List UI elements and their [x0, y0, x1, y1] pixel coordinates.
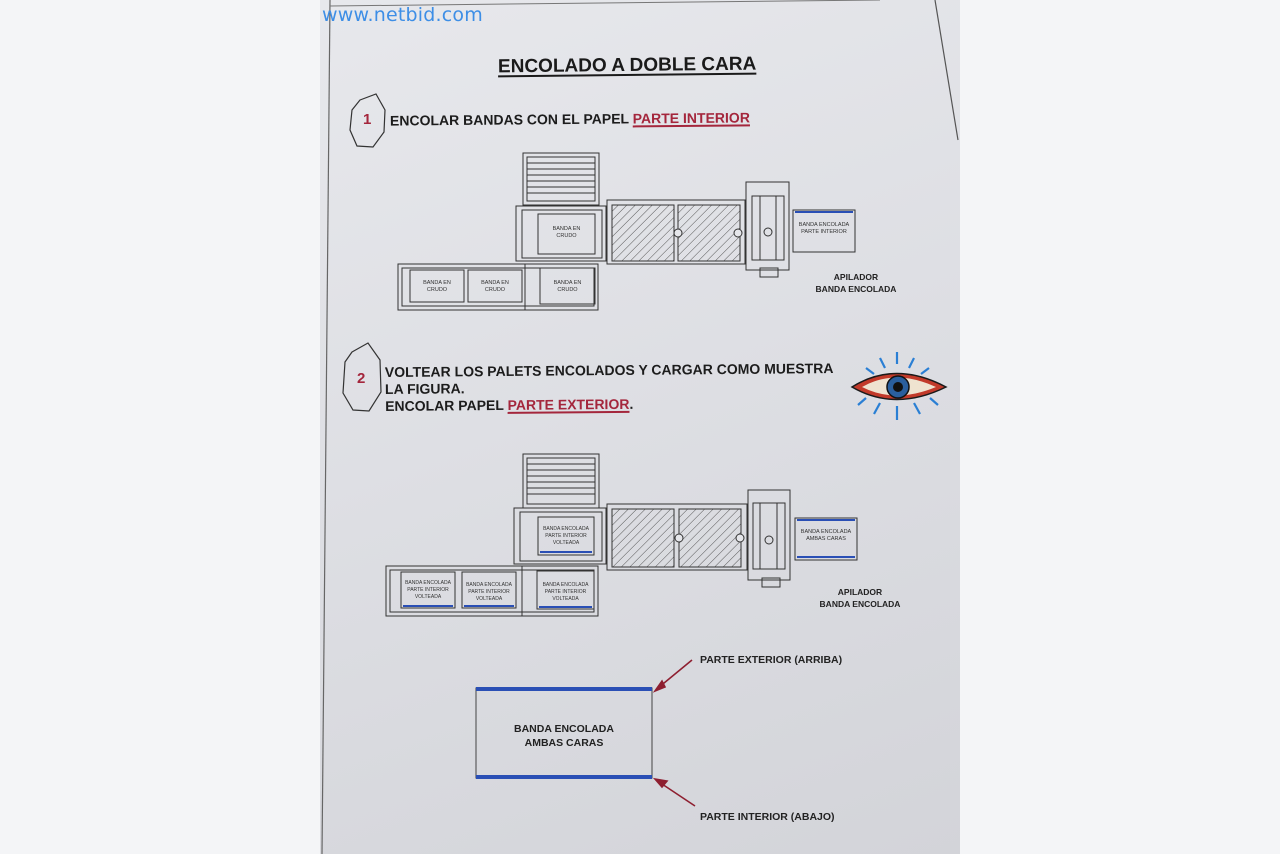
document-sheet: [320, 0, 960, 854]
sheet-left-border: [321, 0, 331, 854]
step2-highlight: PARTE EXTERIOR: [507, 395, 630, 413]
step1-octagon: [349, 93, 386, 148]
step2-line1: VOLTEAR LOS PALETS ENCOLADOS Y CARGAR CO…: [384, 360, 833, 398]
watermark: www.netbid.com: [322, 4, 483, 26]
step2-label-banda-a: BANDA ENCOLADA PARTE INTERIOR VOLTEADA: [405, 580, 451, 600]
step1-label-banda-top: BANDA EN CRUDO: [552, 226, 581, 239]
step1-highlight: PARTE INTERIOR: [632, 109, 750, 127]
step2-number: 2: [357, 370, 366, 387]
step2-label-banda-c: BANDA ENCOLADA PARTE INTERIOR VOLTEADA: [542, 582, 589, 602]
legend-bottom-label: PARTE INTERIOR (ABAJO): [700, 811, 835, 823]
step2-line2-prefix: ENCOLAR PAPEL: [385, 396, 504, 415]
step2-label-banda-b: BANDA ENCOLADA PARTE INTERIOR VOLTEADA: [466, 582, 512, 602]
legend-box-text: BANDA ENCOLADA AMBAS CARAS: [514, 723, 614, 749]
eye-icon: [850, 352, 948, 420]
step2-octagon: [342, 342, 382, 412]
legend-top-label: PARTE EXTERIOR (ARRIBA): [700, 654, 843, 666]
step2-instruction: VOLTEAR LOS PALETS ENCOLADOS Y CARGAR CO…: [385, 360, 845, 415]
step1-label-output: BANDA ENCOLADA PARTE INTERIOR: [798, 222, 850, 235]
step1-label-banda-b: BANDA EN CRUDO: [481, 280, 509, 293]
step1-text: ENCOLAR BANDAS CON EL PAPEL: [389, 110, 629, 129]
legend-box: [475, 687, 653, 779]
sheet-top-border: [329, 0, 881, 7]
step1-label-stacker: APILADOR BANDA ENCOLADA: [815, 272, 897, 294]
legend-arrows: [652, 659, 696, 807]
step1-label-banda-c: BANDA EN CRUDO: [553, 280, 582, 293]
step1-number: 1: [363, 111, 372, 128]
step2-label-output: BANDA ENCOLADA AMBAS CARAS: [800, 529, 852, 542]
sheet-right-border: [934, 0, 959, 141]
page-title: ENCOLADO A DOBLE CARA: [497, 53, 757, 78]
step1-instruction: ENCOLAR BANDAS CON EL PAPEL PARTE INTERI…: [390, 109, 750, 129]
step2-machine: [385, 453, 858, 617]
step2-label-stacker: APILADOR BANDA ENCOLADA: [819, 587, 901, 609]
step1-label-banda-a: BANDA EN CRUDO: [423, 280, 451, 293]
step2-line2-suffix: .: [629, 395, 634, 412]
step1-machine: [397, 152, 856, 311]
step2-label-banda-top: BANDA ENCOLADA PARTE INTERIOR VOLTEADA: [543, 526, 589, 546]
